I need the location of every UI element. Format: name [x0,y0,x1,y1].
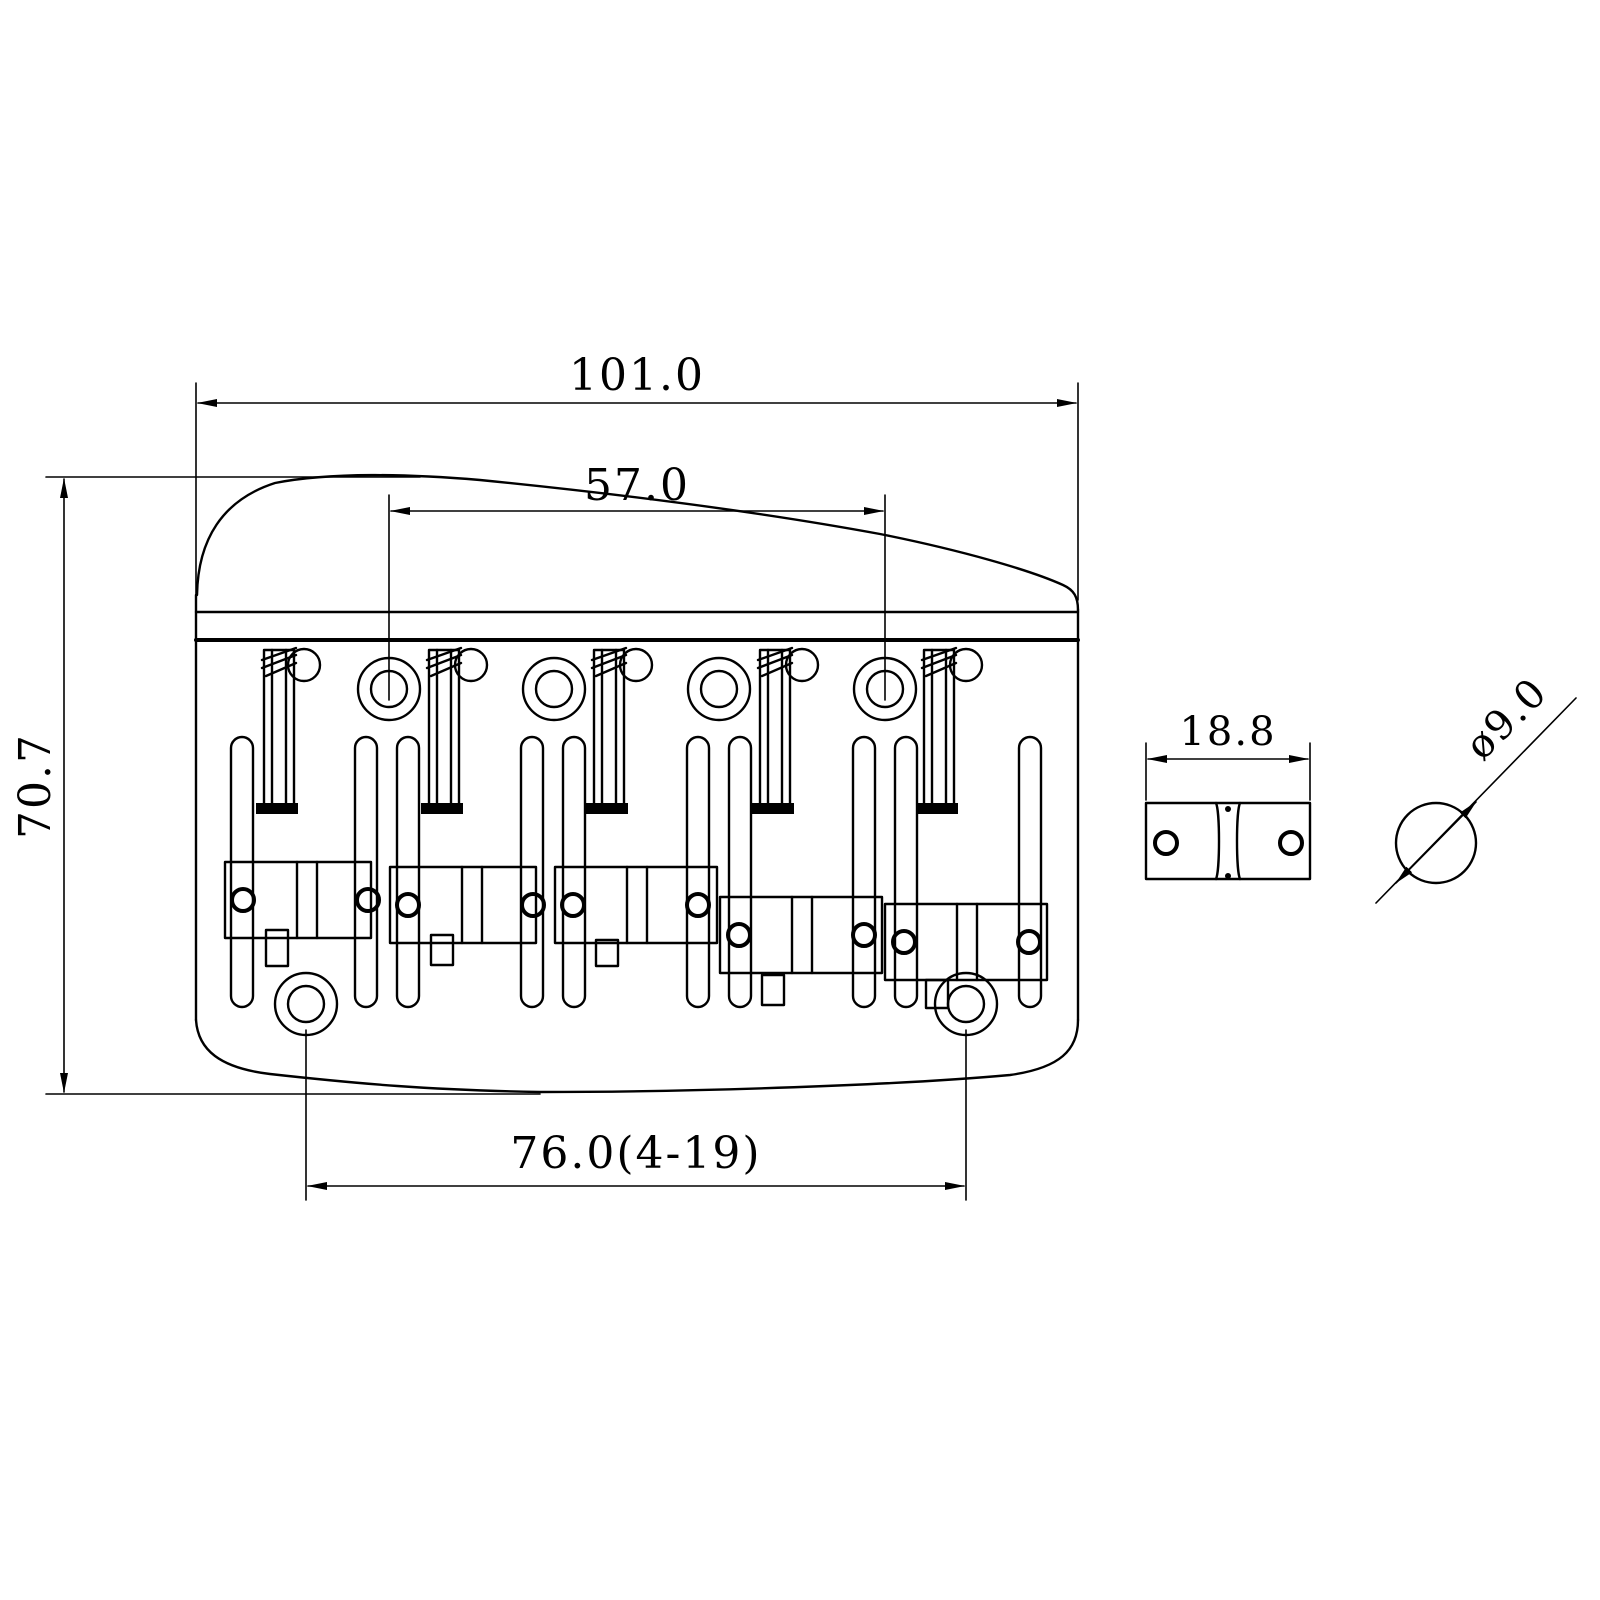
mounting-holes [273,971,999,1037]
mount-hole-span-label: 76.0(4-19) [510,1128,761,1179]
intonation-springs [256,646,958,1010]
string-hole [852,656,918,722]
slot [1017,735,1043,1009]
overall-width-label: 101.0 [569,350,705,401]
slot [851,735,877,1009]
spring [421,646,463,967]
saddle [718,895,884,975]
slot [561,735,587,1009]
string-anchor-holes [286,647,984,722]
saddle-screw-hole [1278,830,1304,856]
slot [353,735,379,1009]
saddle-slots [229,735,1043,1009]
overall-height-label: 70.7 [10,733,61,839]
hole-diameter-detail: ø9.0 [1375,669,1577,904]
saddle-waist [1214,801,1242,881]
saddle [553,865,719,945]
bridge-plate [194,473,1080,1094]
slot [893,735,919,1009]
string-hole [521,656,587,722]
slot [727,735,753,1009]
plate-bottom-edge [194,1018,1080,1094]
overall-height-dimension: 70.7 [10,476,541,1095]
slot [685,735,711,1009]
intonation-screw-head [286,647,322,683]
mounting-hole [273,971,339,1037]
slot [519,735,545,1009]
hole-diameter-label: ø9.0 [1457,669,1557,769]
saddle [883,902,1049,982]
diameter-arrow [1395,801,1477,884]
saddles [223,860,1049,982]
slot [395,735,421,1009]
string-hole [686,656,752,722]
spring [256,646,298,968]
saddle [223,860,381,940]
saddle-string-notch [1225,873,1231,879]
spring [586,646,628,968]
saddle [388,865,546,945]
string-hole [356,656,422,722]
saddle-body [1144,801,1312,881]
mount-hole-span-dimension: 76.0(4-19) [305,1029,967,1201]
mounting-hole [933,971,999,1037]
saddle-detail-view: 18.8 [1144,709,1312,881]
slot [229,735,255,1009]
spring [916,646,958,1010]
spring [752,646,794,1007]
saddle-span-dimension: 57.0 [388,460,886,701]
saddle-screw-hole [1153,830,1179,856]
saddle-string-notch [1225,806,1231,812]
saddle-width-label: 18.8 [1179,709,1276,755]
bridge-tail-curve [195,473,1080,612]
overall-width-dimension: 101.0 [195,350,1079,601]
